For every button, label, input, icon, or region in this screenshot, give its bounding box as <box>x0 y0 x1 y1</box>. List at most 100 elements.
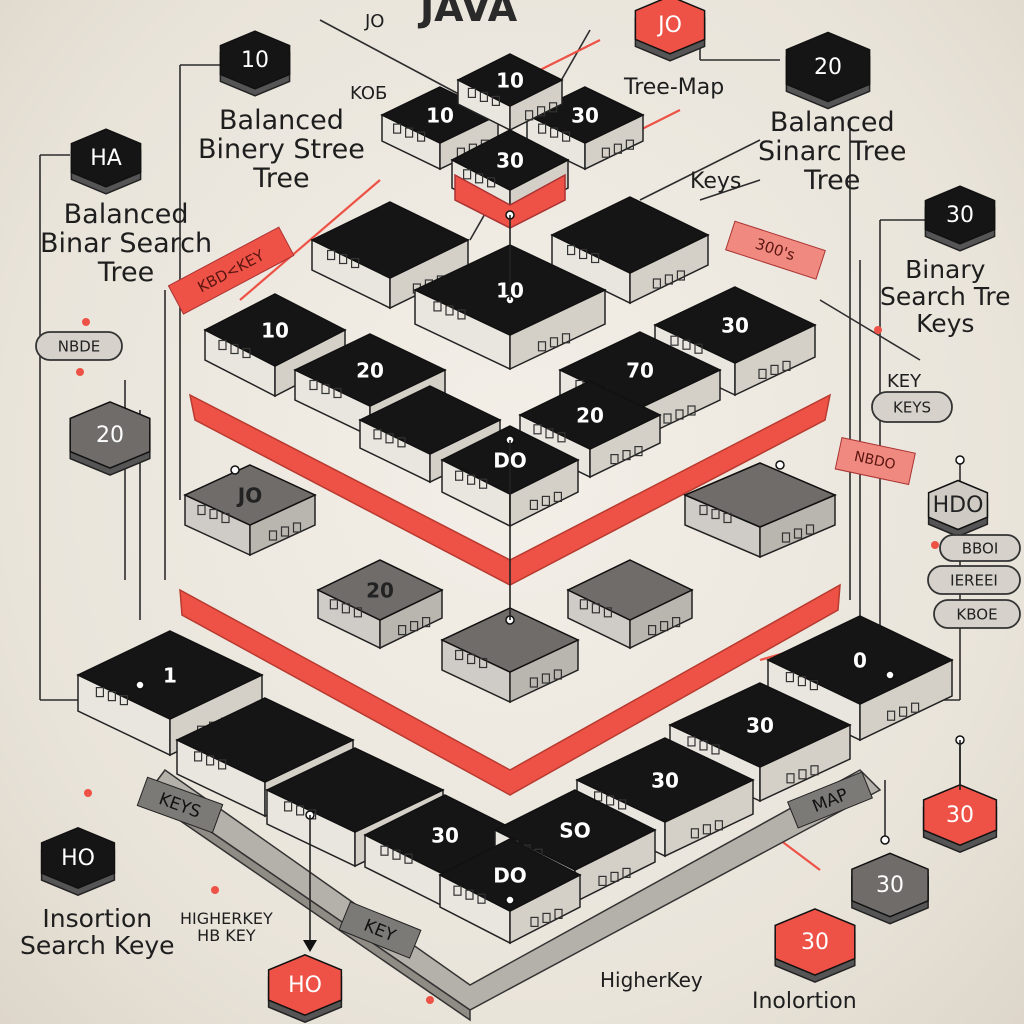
side-glyph <box>601 147 611 158</box>
side-glyph <box>663 413 672 424</box>
side-glyph <box>541 673 551 684</box>
side-glyph <box>711 744 720 755</box>
label-line: Insortion <box>42 904 153 933</box>
side-glyph <box>605 795 615 806</box>
side-glyph <box>590 252 600 264</box>
red-connector <box>239 179 381 301</box>
side-glyph <box>209 508 218 520</box>
block-top-face <box>310 201 470 279</box>
side-glyph <box>647 624 657 636</box>
block-label: 10 <box>261 319 289 343</box>
label-line: Search Keye <box>20 931 175 960</box>
hex-face <box>69 401 151 469</box>
side-glyph <box>422 616 431 628</box>
band-body <box>136 776 224 834</box>
side-glyph <box>810 765 819 776</box>
hex-face <box>267 953 343 1017</box>
side-glyph <box>218 339 227 351</box>
connector-line <box>819 299 921 361</box>
pill-body <box>933 599 1021 629</box>
hex-label: HA <box>90 146 122 171</box>
pill-body <box>35 331 123 361</box>
side-glyph <box>561 333 571 344</box>
block-label: 20 <box>356 359 384 383</box>
tree-map-label: Tree-Map <box>624 75 725 100</box>
side-glyph <box>537 341 547 352</box>
hex-top-center: JO <box>634 0 706 62</box>
pill-label: KBOE <box>956 606 997 624</box>
side-glyph <box>549 337 559 348</box>
hex-top-right: 20 <box>785 31 871 110</box>
block-label: 0 <box>853 649 867 673</box>
side-glyph <box>578 248 588 260</box>
side-glyph <box>603 607 613 618</box>
label-line: KEY <box>887 371 922 392</box>
block-label: 10 <box>426 104 454 128</box>
side-glyph <box>675 409 684 420</box>
label-line: Tree <box>253 163 310 195</box>
side-glyph <box>898 706 908 717</box>
side-glyph <box>545 428 554 439</box>
side-glyph <box>659 620 669 632</box>
label-line: Keys <box>916 309 975 338</box>
side-glyph <box>467 653 476 665</box>
pointer-dot <box>885 670 895 680</box>
side-glyph <box>529 677 539 688</box>
side-glyph <box>694 343 703 354</box>
side-glyph <box>380 845 389 856</box>
hex-bottom-right-red: 30 <box>922 783 998 854</box>
side-glyph <box>292 522 302 533</box>
block-top-face <box>440 607 580 673</box>
side-glyph <box>610 454 619 465</box>
side-glyph <box>445 305 454 316</box>
block-gray-right <box>683 462 837 559</box>
hex-label: 20 <box>96 423 124 448</box>
label-line: Sinarc Tree <box>758 136 907 168</box>
hex-left-ha: HA <box>70 128 142 195</box>
side-glyph <box>410 620 419 632</box>
pill-nbde: NBDE <box>35 331 123 361</box>
pointer-dot <box>880 835 890 845</box>
side-glyph <box>353 607 362 618</box>
side-glyph <box>398 624 407 636</box>
side-glyph <box>723 512 732 524</box>
block-upper-right <box>550 196 710 305</box>
accent-dot <box>82 318 90 326</box>
accent-dot <box>931 541 939 549</box>
label-line: Tree <box>97 257 155 289</box>
side-glyph <box>770 364 779 375</box>
tag-body <box>834 437 916 486</box>
balanced-sinarc-label: Balanced Sinarc Tree Tree <box>758 108 907 197</box>
band-body <box>179 583 841 796</box>
hex-face <box>40 826 116 890</box>
inolortion-label: Inolortion <box>752 989 857 1014</box>
side-glyph <box>206 755 215 766</box>
side-glyph <box>910 702 920 713</box>
side-glyph <box>625 139 635 150</box>
label-line: Binar Search <box>40 228 213 260</box>
hex-face <box>634 0 706 55</box>
red-band-lower <box>179 583 841 796</box>
block-top-face <box>450 129 570 191</box>
hex-label: 10 <box>241 48 269 73</box>
balanced-binar-search-label: Balanced Binar Search Tree <box>40 200 213 289</box>
hex-bottom-right-red2: 30 <box>774 908 856 983</box>
side-glyph <box>242 347 251 359</box>
block-label: DO <box>493 864 527 888</box>
side-glyph <box>809 679 819 691</box>
hex-label: JO <box>656 13 682 38</box>
block-label: 1 <box>163 664 177 688</box>
block-top-face <box>76 630 264 720</box>
key-keys-label: KEY <box>887 371 922 392</box>
side-glyph <box>433 301 442 312</box>
block-label: 10 <box>496 69 524 93</box>
side-glyph <box>341 603 350 614</box>
side-glyph <box>327 249 336 261</box>
block-label: 30 <box>571 104 599 128</box>
label-line: Search Tre <box>880 282 1011 311</box>
label-line: Balanced <box>219 105 344 136</box>
label-line: Tree <box>804 165 861 197</box>
hex-face <box>785 31 871 103</box>
side-glyph <box>553 491 563 502</box>
